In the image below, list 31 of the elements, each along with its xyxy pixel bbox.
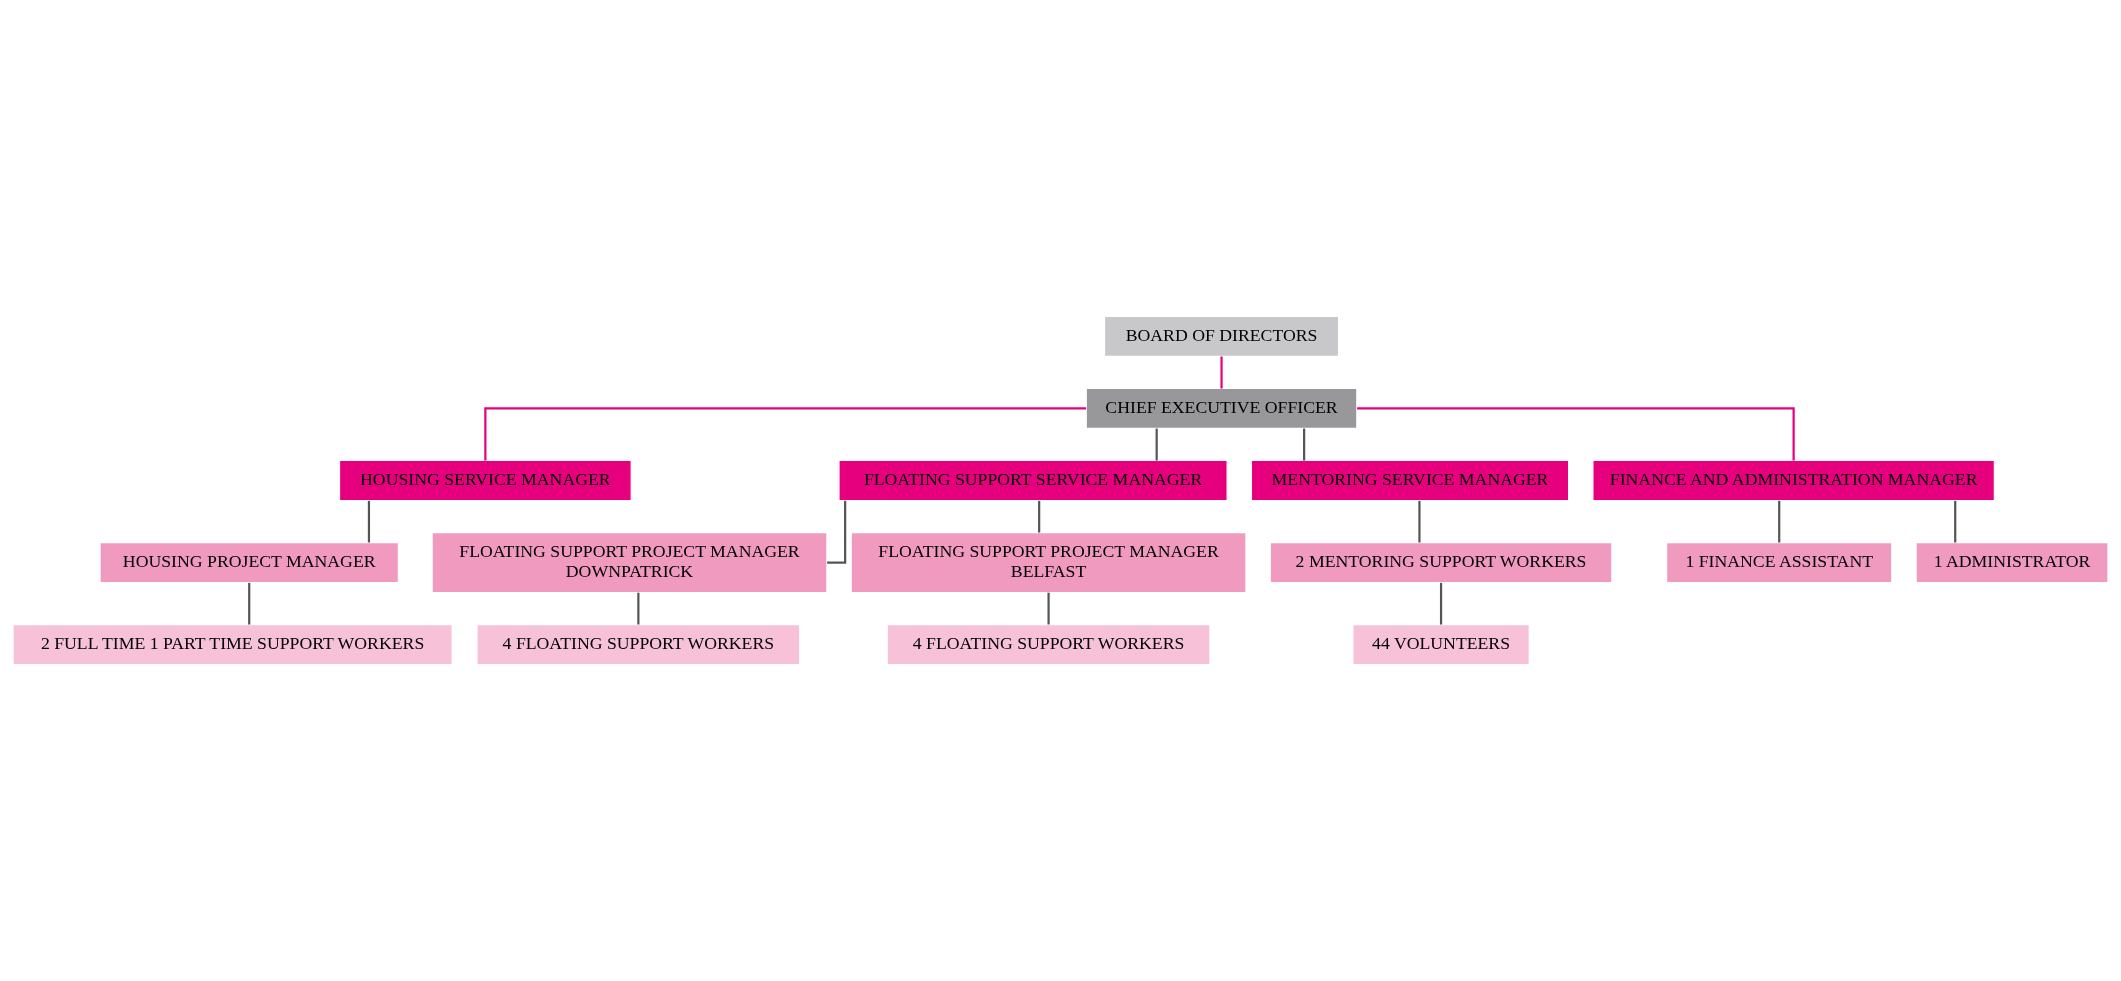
node-box: 2 FULL TIME 1 PART TIME SUPPORT WORKERS — [12, 624, 453, 666]
node-box: 44 VOLUNTEERS — [1352, 624, 1530, 666]
node-box: FLOATING SUPPORT PROJECT MANAGER BELFAST — [850, 532, 1247, 594]
node-box: HOUSING SERVICE MANAGER — [339, 460, 632, 502]
node-box: 4 FLOATING SUPPORT WORKERS — [886, 624, 1211, 666]
node-box: 1 FINANCE ASSISTANT — [1666, 542, 1893, 584]
node-box: FLOATING SUPPORT PROJECT MANAGER DOWNPATRICK — [431, 532, 828, 594]
node-box: MENTORING SERVICE MANAGER — [1250, 460, 1570, 502]
connector — [1357, 407, 1795, 461]
connector — [1439, 582, 1443, 625]
connector — [637, 592, 640, 625]
connector — [1954, 500, 1957, 543]
connector — [1303, 428, 1306, 461]
connector — [1778, 500, 1781, 543]
connector — [367, 500, 371, 543]
connector — [1047, 592, 1050, 625]
connector — [1220, 356, 1223, 389]
connector — [1155, 428, 1158, 461]
node-box: CHIEF EXECUTIVE OFFICER — [1085, 387, 1358, 429]
node-box: FINANCE AND ADMINISTRATION MANAGER — [1592, 460, 1995, 502]
node-box: BOARD OF DIRECTORS — [1104, 315, 1340, 357]
node-box: HOUSING PROJECT MANAGER — [99, 542, 399, 584]
connector — [1038, 500, 1041, 533]
connector — [827, 500, 847, 564]
node-box: 1 ADMINISTRATOR — [1915, 542, 2109, 584]
node-box: FLOATING SUPPORT SERVICE MANAGER — [838, 460, 1228, 502]
node-box: 4 FLOATING SUPPORT WORKERS — [476, 624, 801, 666]
connector — [248, 582, 251, 625]
connector — [484, 407, 1087, 461]
connector — [1418, 500, 1421, 543]
node-box: 2 MENTORING SUPPORT WORKERS — [1269, 542, 1613, 584]
